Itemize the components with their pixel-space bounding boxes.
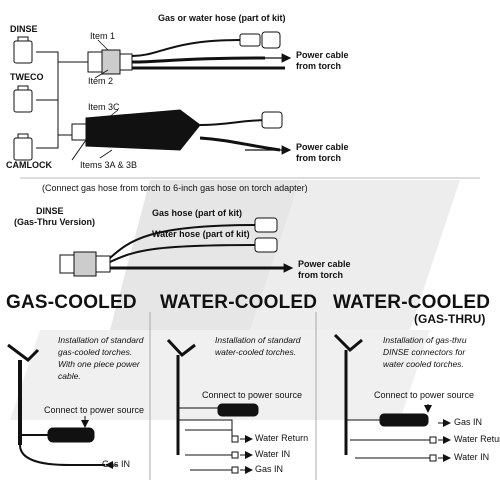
water-hose-label: Water hose (part of kit) <box>152 229 250 239</box>
water-cooled-water-in-label: Water IN <box>255 449 291 459</box>
gas-cooled-torch <box>7 343 105 466</box>
gas-cooled-desc-1: Installation of standard <box>58 335 144 345</box>
gas-thru-water-return-label: Water Return <box>454 434 500 444</box>
item1-label: Item 1 <box>90 31 116 41</box>
gas-or-water-hose-label: Gas or water hose (part of kit) <box>158 13 286 23</box>
gas-thru-torch <box>333 333 437 462</box>
water-cooled-desc-1: Installation of standard <box>215 335 301 345</box>
gas-cooled-connect-label: Connect to power source <box>44 405 145 415</box>
item3c-label: Item 3C <box>88 102 120 112</box>
gas-cooled-gas-in-label: Gas IN <box>102 459 131 469</box>
items3ab-label: Items 3A & 3B <box>80 160 138 170</box>
gas-thru-desc-1: Installation of gas-thru <box>383 335 467 345</box>
water-cooled-desc-2: water-cooled torches. <box>215 347 297 357</box>
gas-thru-assembly <box>59 217 290 277</box>
item2-label: Item 2 <box>88 76 114 86</box>
dinse-connector-icon <box>13 36 33 64</box>
gas-thru-water-in-label: Water IN <box>454 452 490 462</box>
water-cooled-gas-thru-subtitle: (GAS-THRU) <box>414 312 486 326</box>
power-cable-1-line2: from torch <box>296 61 341 71</box>
tweco-connector-icon <box>13 85 33 113</box>
gas-cooled-desc-4: cable. <box>58 371 81 381</box>
water-cooled-title: WATER-COOLED <box>160 292 318 313</box>
gas-cooled-title: GAS-COOLED <box>6 292 137 313</box>
water-cooled-torch <box>166 338 259 474</box>
power-cable-2-line2: from torch <box>296 153 341 163</box>
gas-thru-title: DINSE <box>36 206 64 216</box>
gas-thru-connect-label: Connect to power source <box>374 390 475 400</box>
tweco-label: TWECO <box>10 72 44 82</box>
power-cable-1-line1: Power cable <box>296 50 349 60</box>
water-cooled-gas-thru-title: WATER-COOLED <box>333 292 491 313</box>
gas-thru-power-cable-line1: Power cable <box>298 259 351 269</box>
gas-cooled-desc-3: With one piece power <box>58 359 140 369</box>
gas-thru-power-cable-line2: from torch <box>298 270 343 280</box>
gas-thru-gas-in-label: Gas IN <box>454 417 483 427</box>
water-cooled-gas-in-label: Gas IN <box>255 464 284 474</box>
power-cable-2-line1: Power cable <box>296 142 349 152</box>
gas-thru-desc-3: water cooled torches. <box>383 359 464 369</box>
dinse-label: DINSE <box>10 24 38 34</box>
gas-thru-desc-2: DINSE connectors for <box>383 347 466 357</box>
camlock-connector-icon <box>13 133 33 161</box>
adapter-assembly-1 <box>87 31 285 75</box>
gas-cooled-desc-2: gas-cooled torches. <box>58 347 133 357</box>
camlock-label: CAMLOCK <box>6 160 52 170</box>
gas-thru-subtitle: (Gas-Thru Version) <box>14 217 96 227</box>
water-cooled-water-return-label: Water Return <box>255 433 309 443</box>
adapter-assembly-2 <box>71 109 283 161</box>
connection-note: (Connect gas hose from torch to 6-inch g… <box>42 183 308 193</box>
water-cooled-connect-label: Connect to power source <box>202 390 303 400</box>
gas-hose-label: Gas hose (part of kit) <box>152 208 243 218</box>
